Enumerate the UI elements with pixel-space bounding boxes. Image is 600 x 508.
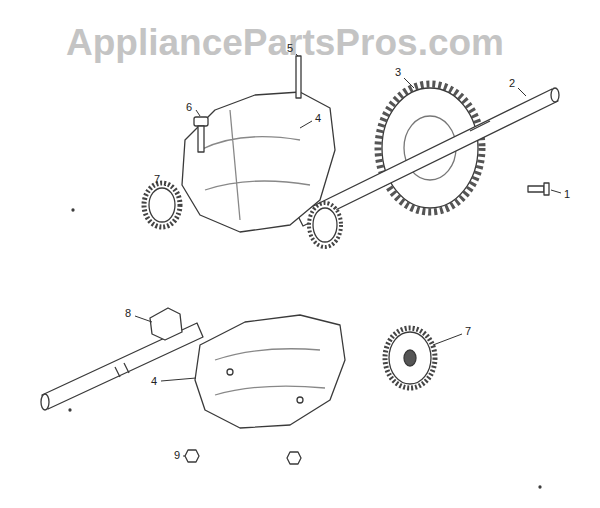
callout-number: 1	[563, 188, 571, 201]
callout-number: 2	[508, 77, 516, 90]
callout-number: 4	[314, 112, 322, 125]
callout-number: 7	[464, 325, 472, 338]
watermark: AppliancePartsPros.com	[66, 24, 504, 61]
callout-number: 8	[124, 307, 132, 320]
callout-number: 6	[185, 101, 193, 114]
callout-number: 7	[153, 173, 161, 186]
callout-number: 3	[394, 66, 402, 79]
callout-number: 5	[286, 42, 294, 55]
callout-number: 9	[173, 449, 181, 462]
callout-number: 4	[150, 375, 158, 388]
